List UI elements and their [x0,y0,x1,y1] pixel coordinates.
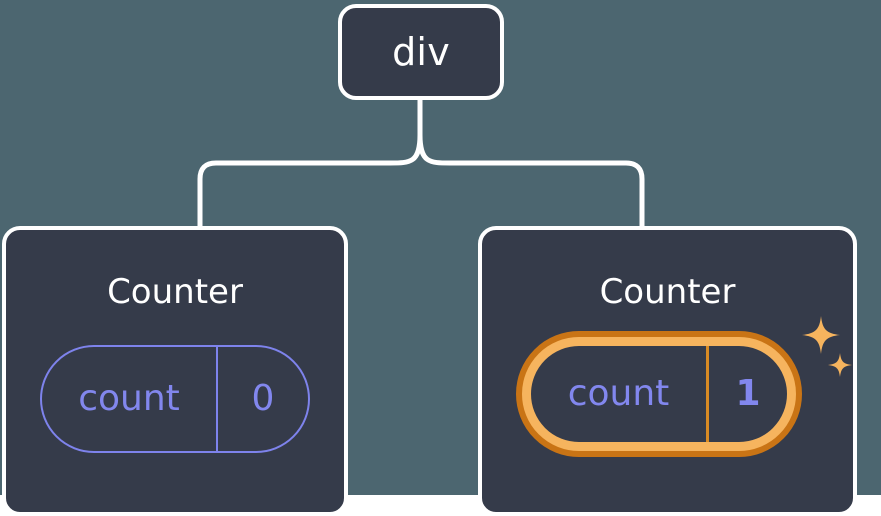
node-counter-right-title: Counter [599,272,736,312]
highlight-ring-inner [522,337,796,451]
state-pill-count-right-highlight[interactable]: count 1 [516,331,802,457]
connector-to-right-child [417,132,645,229]
highlight-ring-outer [516,331,802,457]
state-value-label: 1 [735,373,761,414]
state-pill-count-right[interactable]: count 1 [531,346,787,442]
node-div[interactable]: div [338,4,504,100]
state-key-label: count [531,346,709,442]
state-key-label: count [42,347,218,451]
node-counter-left-title: Counter [107,272,243,312]
state-pill-count-left[interactable]: count 0 [40,345,310,453]
connector-to-left-child [197,132,423,229]
state-value-label: 0 [251,378,275,419]
node-div-label: div [392,30,450,74]
